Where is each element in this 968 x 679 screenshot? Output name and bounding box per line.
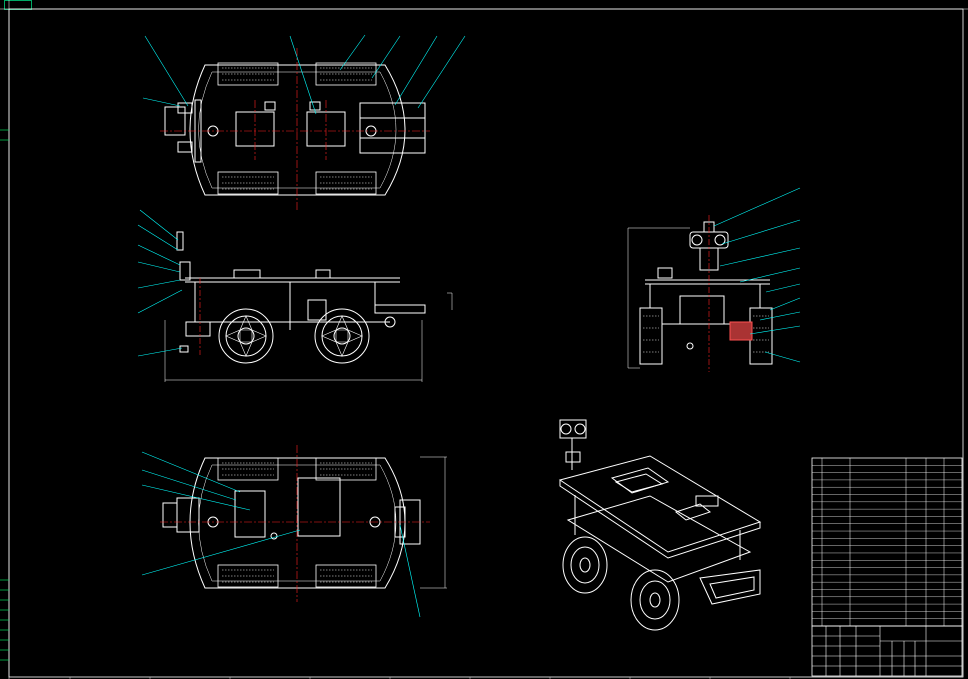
iso-bottom-deck (566, 495, 752, 583)
end-view-leaders (713, 187, 801, 363)
end-view-track-left (639, 307, 663, 365)
layer-tag (4, 0, 32, 10)
side-view (137, 209, 453, 382)
iso-wheel-front (562, 536, 608, 594)
side-wheel-right (314, 308, 370, 364)
bottom-view (141, 445, 447, 618)
top-view (142, 34, 466, 210)
bottom-battery (234, 490, 266, 538)
isometric-view (558, 419, 762, 631)
top-view-leaders (142, 34, 466, 115)
end-view (627, 187, 801, 372)
top-view-tracks (217, 62, 377, 195)
side-wheel-left (218, 308, 274, 364)
bottom-view-leaders (141, 451, 421, 618)
iso-battery-tray (699, 569, 761, 605)
top-battery-box (359, 102, 426, 154)
title-block (811, 625, 963, 677)
bottom-board (297, 477, 341, 537)
side-view-leaders (137, 209, 183, 357)
end-view-track-right (749, 307, 773, 365)
iso-wheel-rear (630, 569, 680, 631)
left-ruler-ticks (0, 129, 9, 661)
parts-table (811, 457, 963, 627)
top-view-chassis-outline (189, 64, 406, 196)
